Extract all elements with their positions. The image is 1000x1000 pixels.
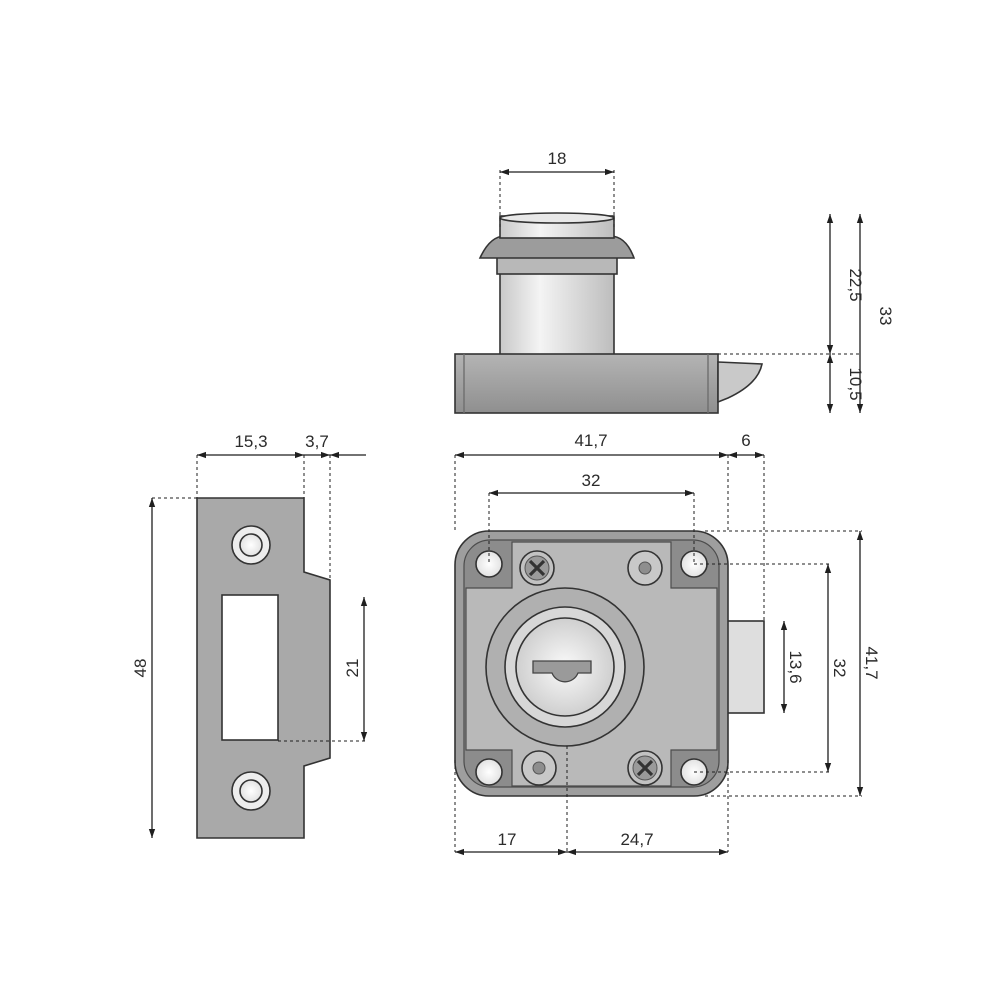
screw-hole-bottom: [231, 771, 271, 811]
pin-top-right: [627, 550, 663, 586]
dim-cylinder-width: 18: [548, 149, 567, 168]
cylinder-knob: [478, 212, 636, 357]
latch-bolt-side: [717, 361, 763, 404]
dim-height-total: 33: [876, 307, 895, 326]
dim-bolt-height: 13,6: [786, 650, 805, 683]
mount-hole-top-left: [475, 550, 503, 578]
screw-top-left-icon: [519, 550, 555, 586]
screw-bottom-right-icon: [627, 750, 663, 786]
dim-height-upper: 22,5: [846, 268, 865, 301]
keyhole-icon: [532, 660, 592, 683]
dim-bolt-throw: 6: [741, 431, 750, 450]
dim-screw-spacing-h: 32: [582, 471, 601, 490]
dim-offset-left: 17: [498, 830, 517, 849]
dim-offset-right: 24,7: [620, 830, 653, 849]
dim-lip-width: 3,7: [305, 432, 329, 451]
dim-plate-width: 15,3: [234, 432, 267, 451]
top-view: 18 22,5 33 10,5: [454, 149, 895, 414]
dim-body-height: 41,7: [862, 646, 881, 679]
dim-screw-spacing-v: 32: [830, 659, 849, 678]
strike-slot: [221, 594, 279, 741]
front-view: 41,7 6 32 13,6 32 41,7 17 24,7: [454, 431, 881, 856]
lock-body-side: [454, 353, 719, 414]
mount-hole-bottom-left: [475, 758, 503, 786]
screw-hole-top: [231, 525, 271, 565]
pin-bottom-left: [521, 750, 557, 786]
strike-plate-view: 15,3 3,7 48 21: [131, 432, 368, 839]
dim-plate-height: 48: [131, 659, 150, 678]
dim-height-lower: 10,5: [846, 367, 865, 400]
dim-slot-height: 21: [343, 659, 362, 678]
key-cylinder: [485, 587, 645, 747]
dim-body-width: 41,7: [574, 431, 607, 450]
